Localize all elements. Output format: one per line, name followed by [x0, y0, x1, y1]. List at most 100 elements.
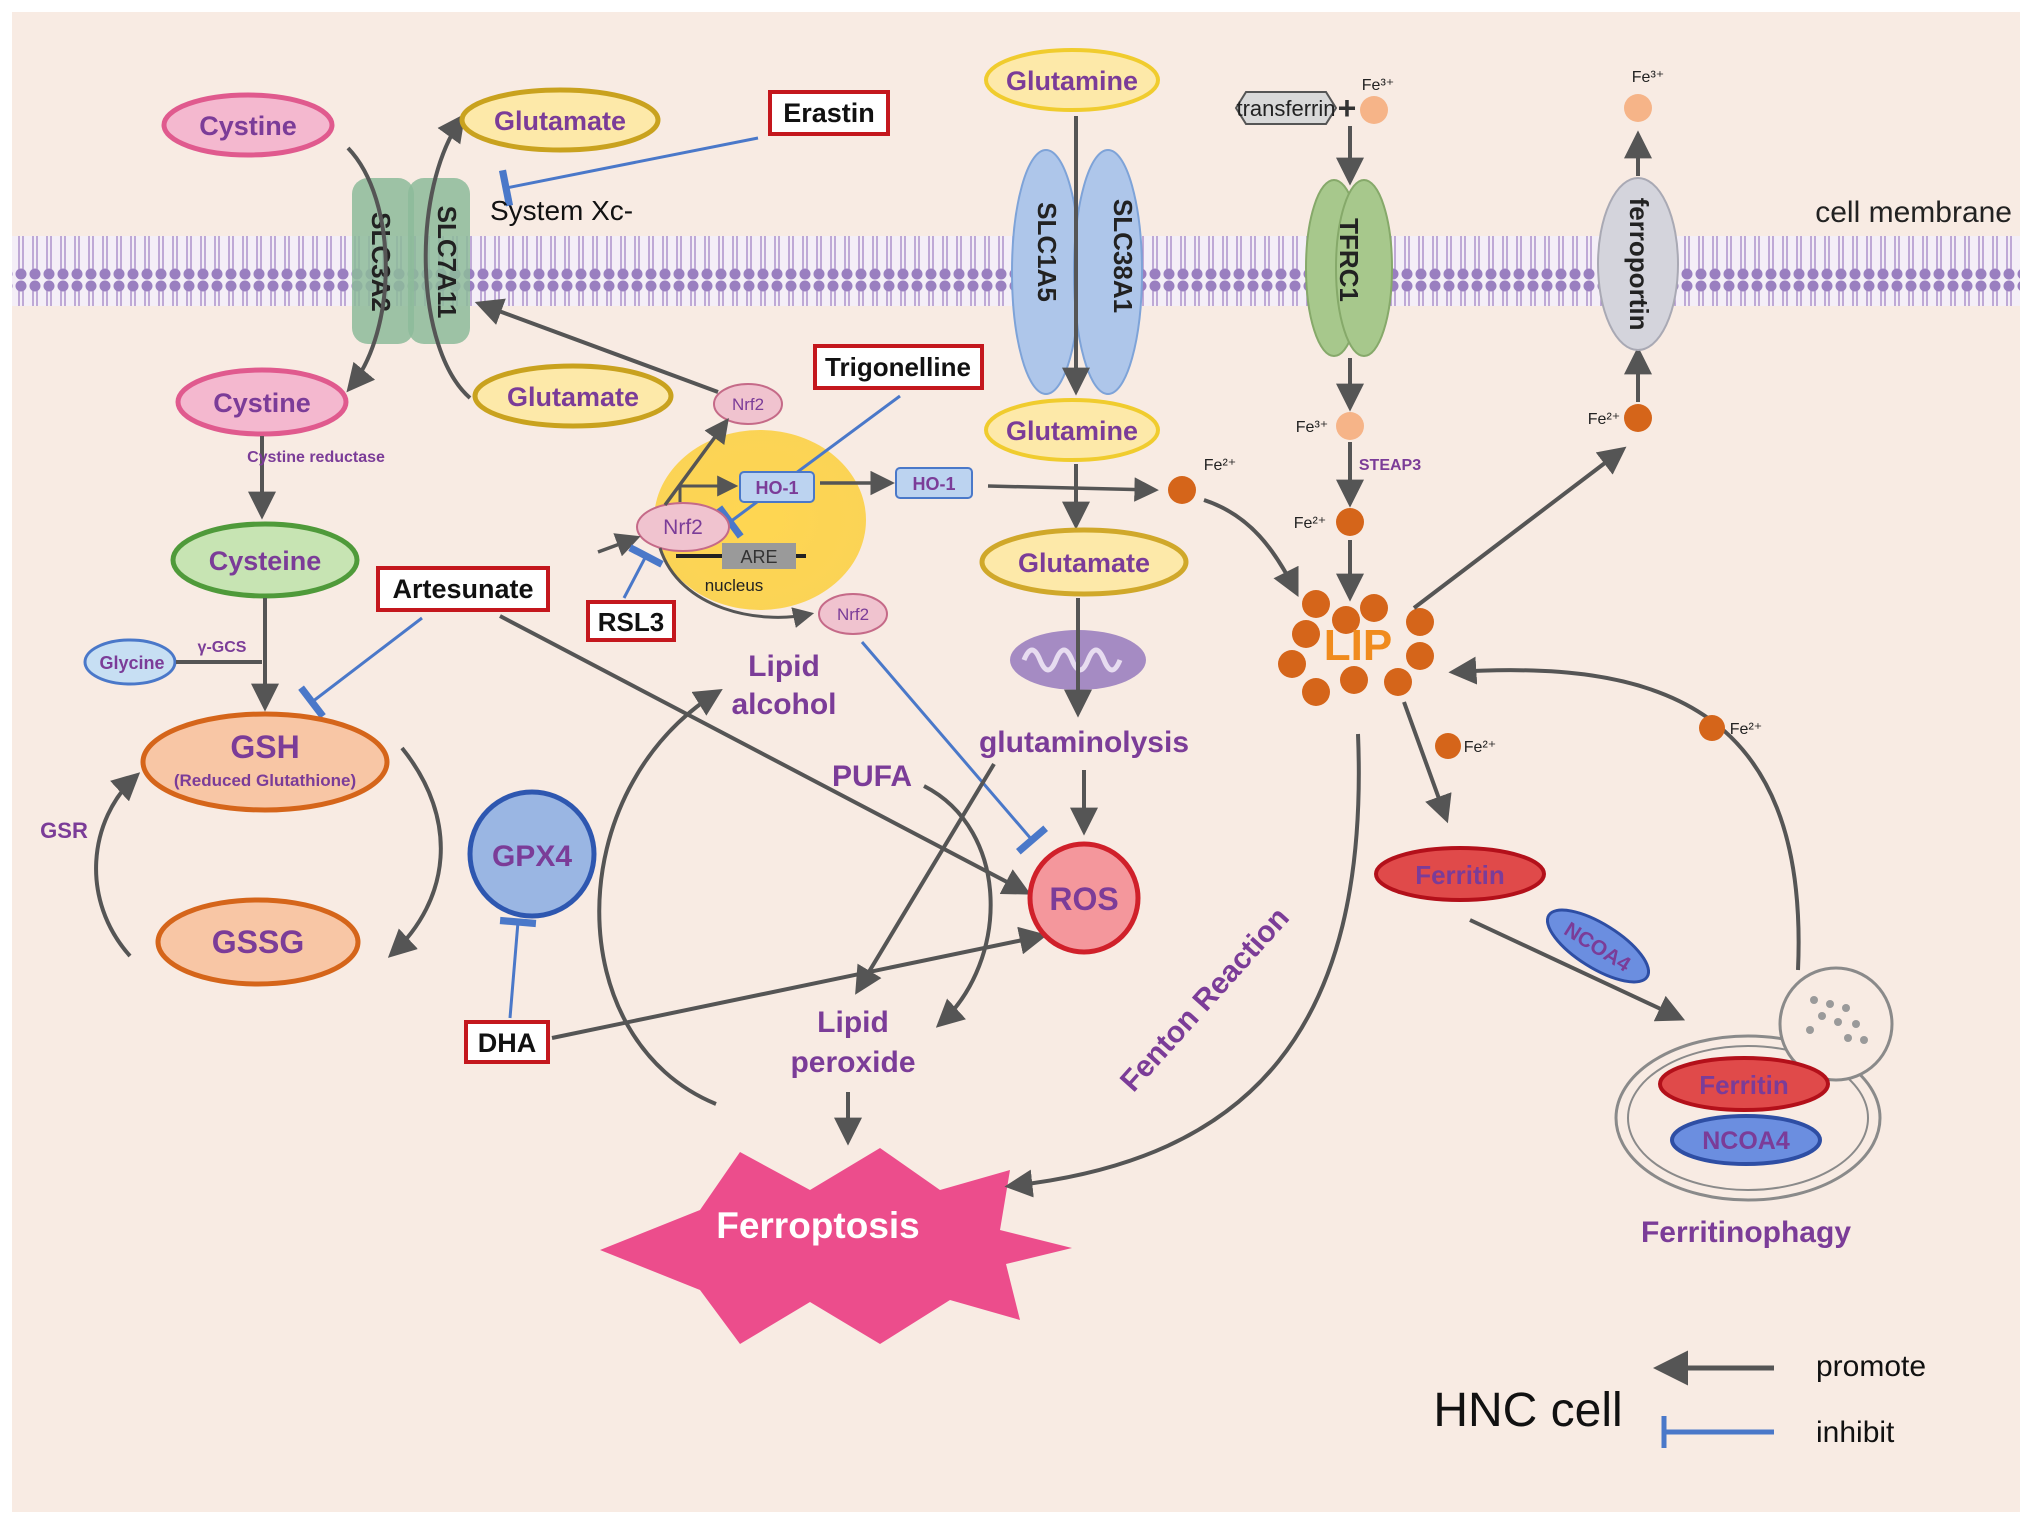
fe3-export: [1624, 94, 1652, 122]
glutamate-intracellular: [472, 363, 674, 429]
tfrc1-receptor: TFRC1: [1305, 179, 1393, 357]
ferroptosis-label: Ferroptosis: [716, 1205, 920, 1246]
cystine-reductase-label: Cystine reductase: [247, 449, 385, 466]
ferroportin-label: ferroportin: [1624, 198, 1654, 331]
fe2-ferritin-label: Fe²⁺: [1464, 739, 1496, 756]
fe2-release-label: Fe²⁺: [1730, 721, 1762, 738]
glycine-node: [83, 638, 177, 686]
ferritin-autophagosome-label: Ferritin: [1699, 1070, 1789, 1100]
lipid-alcohol-label-1: Lipid: [748, 650, 820, 683]
artesunate-box: [376, 566, 550, 612]
erastin-box: [768, 90, 890, 136]
fe2-export-label: Fe²⁺: [1588, 411, 1620, 428]
ros-label: ROS: [1049, 881, 1118, 917]
fe3-endosome-label: Fe³⁺: [1296, 419, 1328, 436]
gssg-label: GSSG: [212, 924, 304, 960]
nrf2-top-label: Nrf2: [732, 395, 764, 414]
glutaminolysis-label: glutaminolysis: [979, 726, 1189, 759]
lipid-peroxide-label-1: Lipid: [817, 1006, 889, 1039]
gpx4-node: [467, 789, 597, 919]
nucleus-label: nucleus: [705, 576, 764, 595]
are-label: ARE: [740, 547, 777, 567]
slc1a5-label: SLC1A5: [1032, 202, 1062, 302]
ho1-nuclear: [739, 471, 815, 503]
ho1-cytoplasm: [895, 467, 973, 499]
legend: HNC cell promote inhibit: [1433, 1350, 1926, 1449]
fe3-export-label: Fe³⁺: [1632, 69, 1664, 86]
legend-promote-label: promote: [1816, 1350, 1926, 1383]
glutamate-mid-label: Glutamate: [1018, 548, 1150, 578]
fe3-transferrin: [1360, 96, 1388, 124]
nrf2-center: [636, 502, 730, 552]
system-xc-transporter: SLC3A2 SLC7A11: [352, 178, 470, 344]
hnc-cell-label: HNC cell: [1433, 1384, 1622, 1437]
trigonelline-box: [813, 344, 984, 390]
cystine-intracellular: [175, 367, 349, 437]
lip-label: LIP: [1324, 621, 1392, 670]
slc38a1-label: SLC38A1: [1108, 199, 1138, 313]
fe2-export: [1624, 404, 1652, 432]
gsh-fullname-label: (Reduced Glutathione): [174, 771, 356, 790]
cystine-extracellular: [161, 92, 335, 158]
trigonelline-label: Trigonelline: [825, 352, 971, 382]
ferritin-node: [1374, 846, 1546, 902]
fe2-ho1: [1168, 476, 1196, 504]
fe2-ho1-label: Fe²⁺: [1204, 457, 1236, 474]
transferrin-shape: [1234, 91, 1338, 125]
gpx4-label: GPX4: [492, 840, 572, 873]
fe2-ferritin: [1435, 733, 1461, 759]
glutamate-extracellular: [459, 87, 661, 153]
gamma-gcs-label: γ-GCS: [198, 639, 247, 656]
slc7a11-label: SLC7A11: [432, 206, 462, 319]
ferritin-label: Ferritin: [1415, 860, 1505, 890]
ros-node: [1027, 841, 1141, 955]
glutamine-intracellular: [984, 398, 1160, 462]
artesunate-label: Artesunate: [392, 574, 533, 604]
gssg-node: [155, 897, 361, 987]
cystine-extracellular-label: Cystine: [199, 111, 297, 141]
steap3-label: STEAP3: [1359, 457, 1421, 474]
are-box: [722, 543, 796, 569]
fe3-transferrin-label: Fe³⁺: [1362, 77, 1394, 94]
erastin-label: Erastin: [783, 98, 875, 128]
gsh-label: GSH: [230, 729, 299, 765]
system-xc-label: System Xc-: [490, 195, 633, 226]
gsr-label: GSR: [40, 818, 88, 843]
transferrin-label: transferrin: [1236, 96, 1335, 121]
ho1-nuclear-label: HO-1: [755, 478, 798, 498]
lipid-alcohol-label-2: alcohol: [731, 688, 836, 721]
dha-label: DHA: [478, 1028, 537, 1058]
cysteine-node: [170, 521, 360, 599]
dha-box: [464, 1020, 550, 1064]
nrf2-cytoplasm: [818, 593, 888, 635]
lipid-peroxide-label-2: peroxide: [790, 1046, 915, 1079]
nrf2-top: [713, 383, 783, 425]
cell-membrane-label: cell membrane: [1815, 196, 2012, 229]
ncoa4-autophagosome-label: NCOA4: [1702, 1127, 1790, 1155]
slc-transporters: SLC1A5 SLC38A1: [1011, 149, 1143, 395]
pufa-label: PUFA: [832, 760, 912, 793]
glutamine-intracellular-label: Glutamine: [1006, 416, 1138, 446]
autophagosome: [1614, 966, 1894, 1202]
cysteine-label: Cysteine: [209, 546, 322, 576]
fe3-endosome: [1336, 412, 1364, 440]
glutamine-extracellular-label: Glutamine: [1006, 66, 1138, 96]
gsh-node: [140, 711, 390, 813]
glutamate-intracellular-label: Glutamate: [507, 382, 639, 412]
nrf2-center-label: Nrf2: [663, 516, 703, 539]
glycine-label: Glycine: [99, 653, 164, 673]
ferroportin-channel: [1597, 177, 1679, 351]
cystine-intracellular-label: Cystine: [213, 388, 311, 418]
fe2-release: [1699, 715, 1725, 741]
fe2-steap3: [1336, 508, 1364, 536]
tfrc1-label: TFRC1: [1334, 218, 1364, 302]
ncoa4-autophagosome: [1670, 1114, 1822, 1166]
ferritinophagy-label: Ferritinophagy: [1641, 1216, 1851, 1249]
rsl3-label: RSL3: [598, 607, 664, 637]
ferritin-autophagosome: [1658, 1056, 1830, 1112]
plus-icon: +: [1338, 90, 1357, 126]
ncoa4-node: [1545, 908, 1651, 984]
glutamine-extracellular: [984, 48, 1160, 112]
nrf2-cytoplasm-label: Nrf2: [837, 605, 869, 624]
